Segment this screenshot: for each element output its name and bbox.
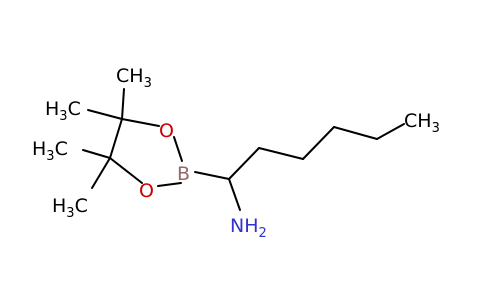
h3c-mid-label: H3C <box>32 138 68 164</box>
bond-o2-c5 <box>109 157 143 184</box>
bond-b-c1 <box>194 171 230 180</box>
bond-c5-c4 <box>109 118 123 159</box>
h3c-upper-label: H3C <box>45 98 81 124</box>
oxygen-bottom-label: O <box>139 180 154 202</box>
bond-c4-h3c-upper <box>87 109 123 120</box>
bond-c5-h3c-mid <box>82 149 111 159</box>
bond-c5chain-ch3 <box>376 123 405 140</box>
oxygen-top-label: O <box>159 120 174 142</box>
amine-label: NH2 <box>230 215 267 241</box>
bond-c1-c2 <box>228 147 260 180</box>
bond-c3-c4chain <box>302 126 335 160</box>
bond-b-o2 <box>157 182 182 187</box>
boron-label: B <box>177 163 190 185</box>
bond-c5-h3c-low <box>91 157 111 189</box>
bond-c4-ch3-top <box>121 88 125 120</box>
bond-o1-b <box>173 136 183 162</box>
ch3-top-label: CH3 <box>116 65 152 91</box>
ch3-right-label: CH3 <box>404 110 440 136</box>
h3c-low-label: H3C <box>52 195 88 221</box>
bond-c1-n <box>228 178 241 211</box>
bond-group <box>82 88 405 211</box>
bond-c4-o1 <box>121 118 160 127</box>
bond-c2-c3 <box>258 147 304 160</box>
bond-c4chain-c5chain <box>333 126 378 140</box>
